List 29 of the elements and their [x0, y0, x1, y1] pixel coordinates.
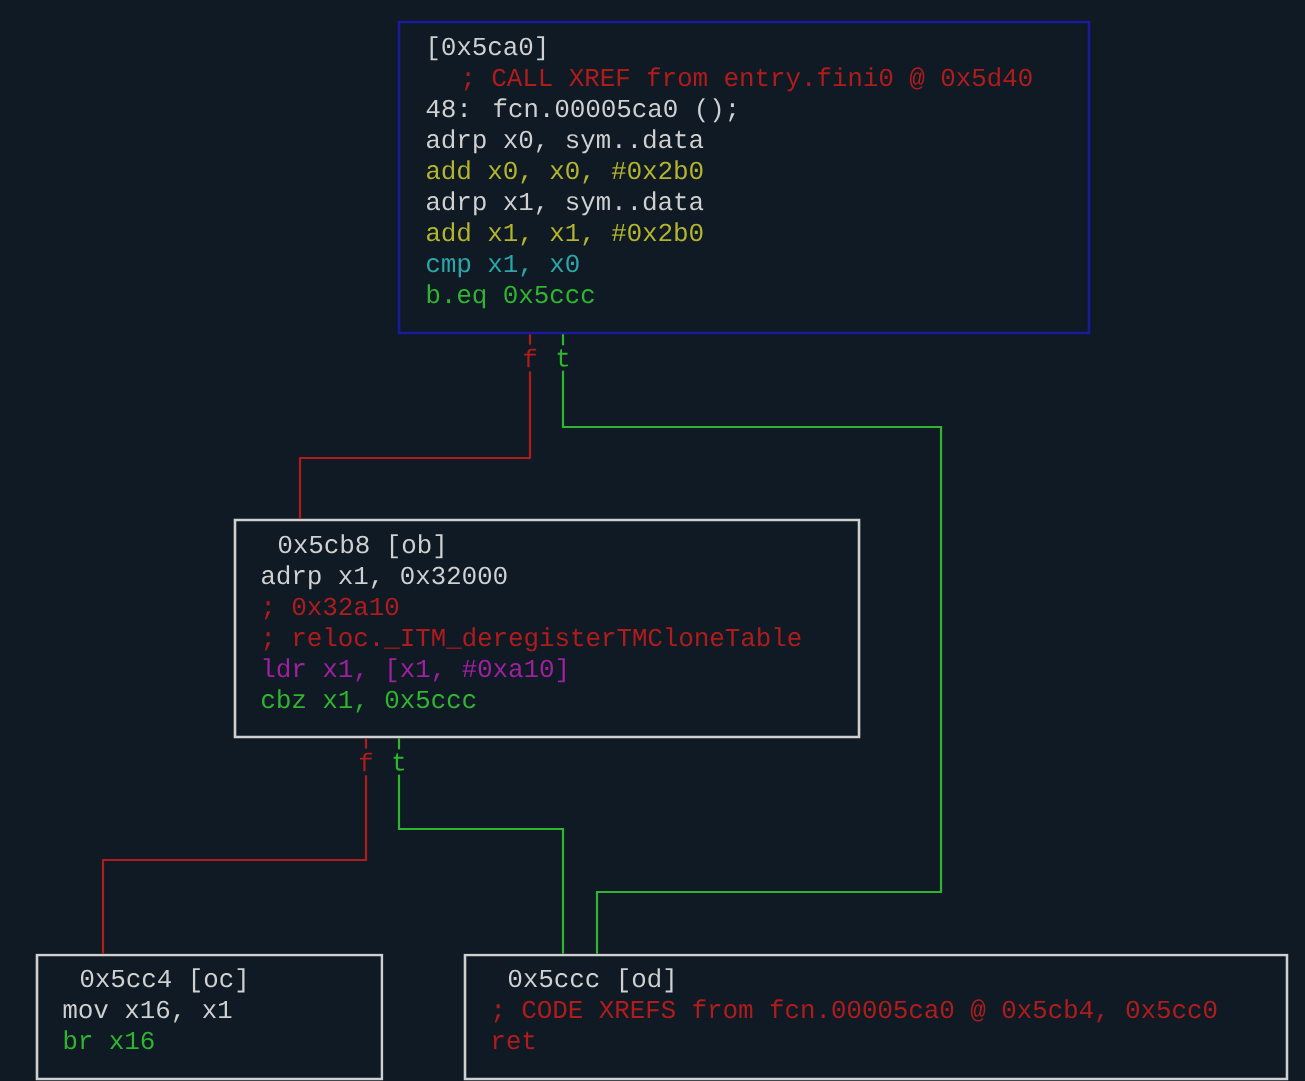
code-line: adrp x0, sym..data	[427, 129, 704, 154]
edge-label: f	[518, 344, 542, 372]
code-line: br x16	[64, 1030, 154, 1050]
edge-label: t	[387, 749, 411, 775]
code-line: 0x5cc4 [oc]	[80, 968, 245, 993]
code-line: add x0, x0, #0x2b0	[427, 160, 703, 184]
code-line: ; reloc._ITM_deregisterTMCloneTable	[264, 627, 801, 652]
code-line: cmp x1, x0	[427, 254, 579, 278]
code-line: mov x16, x1	[63, 1000, 232, 1023]
code-line: adrp x1, sym..data	[427, 191, 704, 216]
code-line: ret	[493, 1031, 535, 1050]
code-line: ; CODE XREFS from fcn.00005ca0 @ 0x5cb4, 0x5cc0	[494, 999, 1217, 1023]
code-line: 48: fcn.00005ca0 ();	[426, 98, 735, 123]
code-line: b.eq 0x5ccc	[427, 284, 594, 309]
edge-line	[298, 334, 532, 519]
code-line: ; 0x32a10	[264, 597, 399, 620]
edge-line	[397, 738, 565, 954]
code-line: ldr x1, [x1, #0xa10]	[263, 658, 565, 683]
code-line: [0x5ca0]	[430, 36, 545, 61]
edge-label: t	[551, 345, 575, 371]
code-line: 0x5ccc [od]	[509, 968, 673, 993]
edge-line	[101, 738, 368, 954]
code-line: add x1, x1, #0x2b0	[427, 222, 703, 246]
code-line: 0x5cb8 [ob]	[278, 534, 443, 559]
code-line: cbz x1, 0x5ccc	[262, 689, 476, 713]
code-line: adrp x1, 0x32000	[262, 565, 507, 590]
edge-label: f	[354, 748, 378, 776]
edge-line	[561, 334, 943, 954]
code-line: ; CALL XREF from entry.fini0 @ 0x5d40	[464, 67, 1032, 92]
